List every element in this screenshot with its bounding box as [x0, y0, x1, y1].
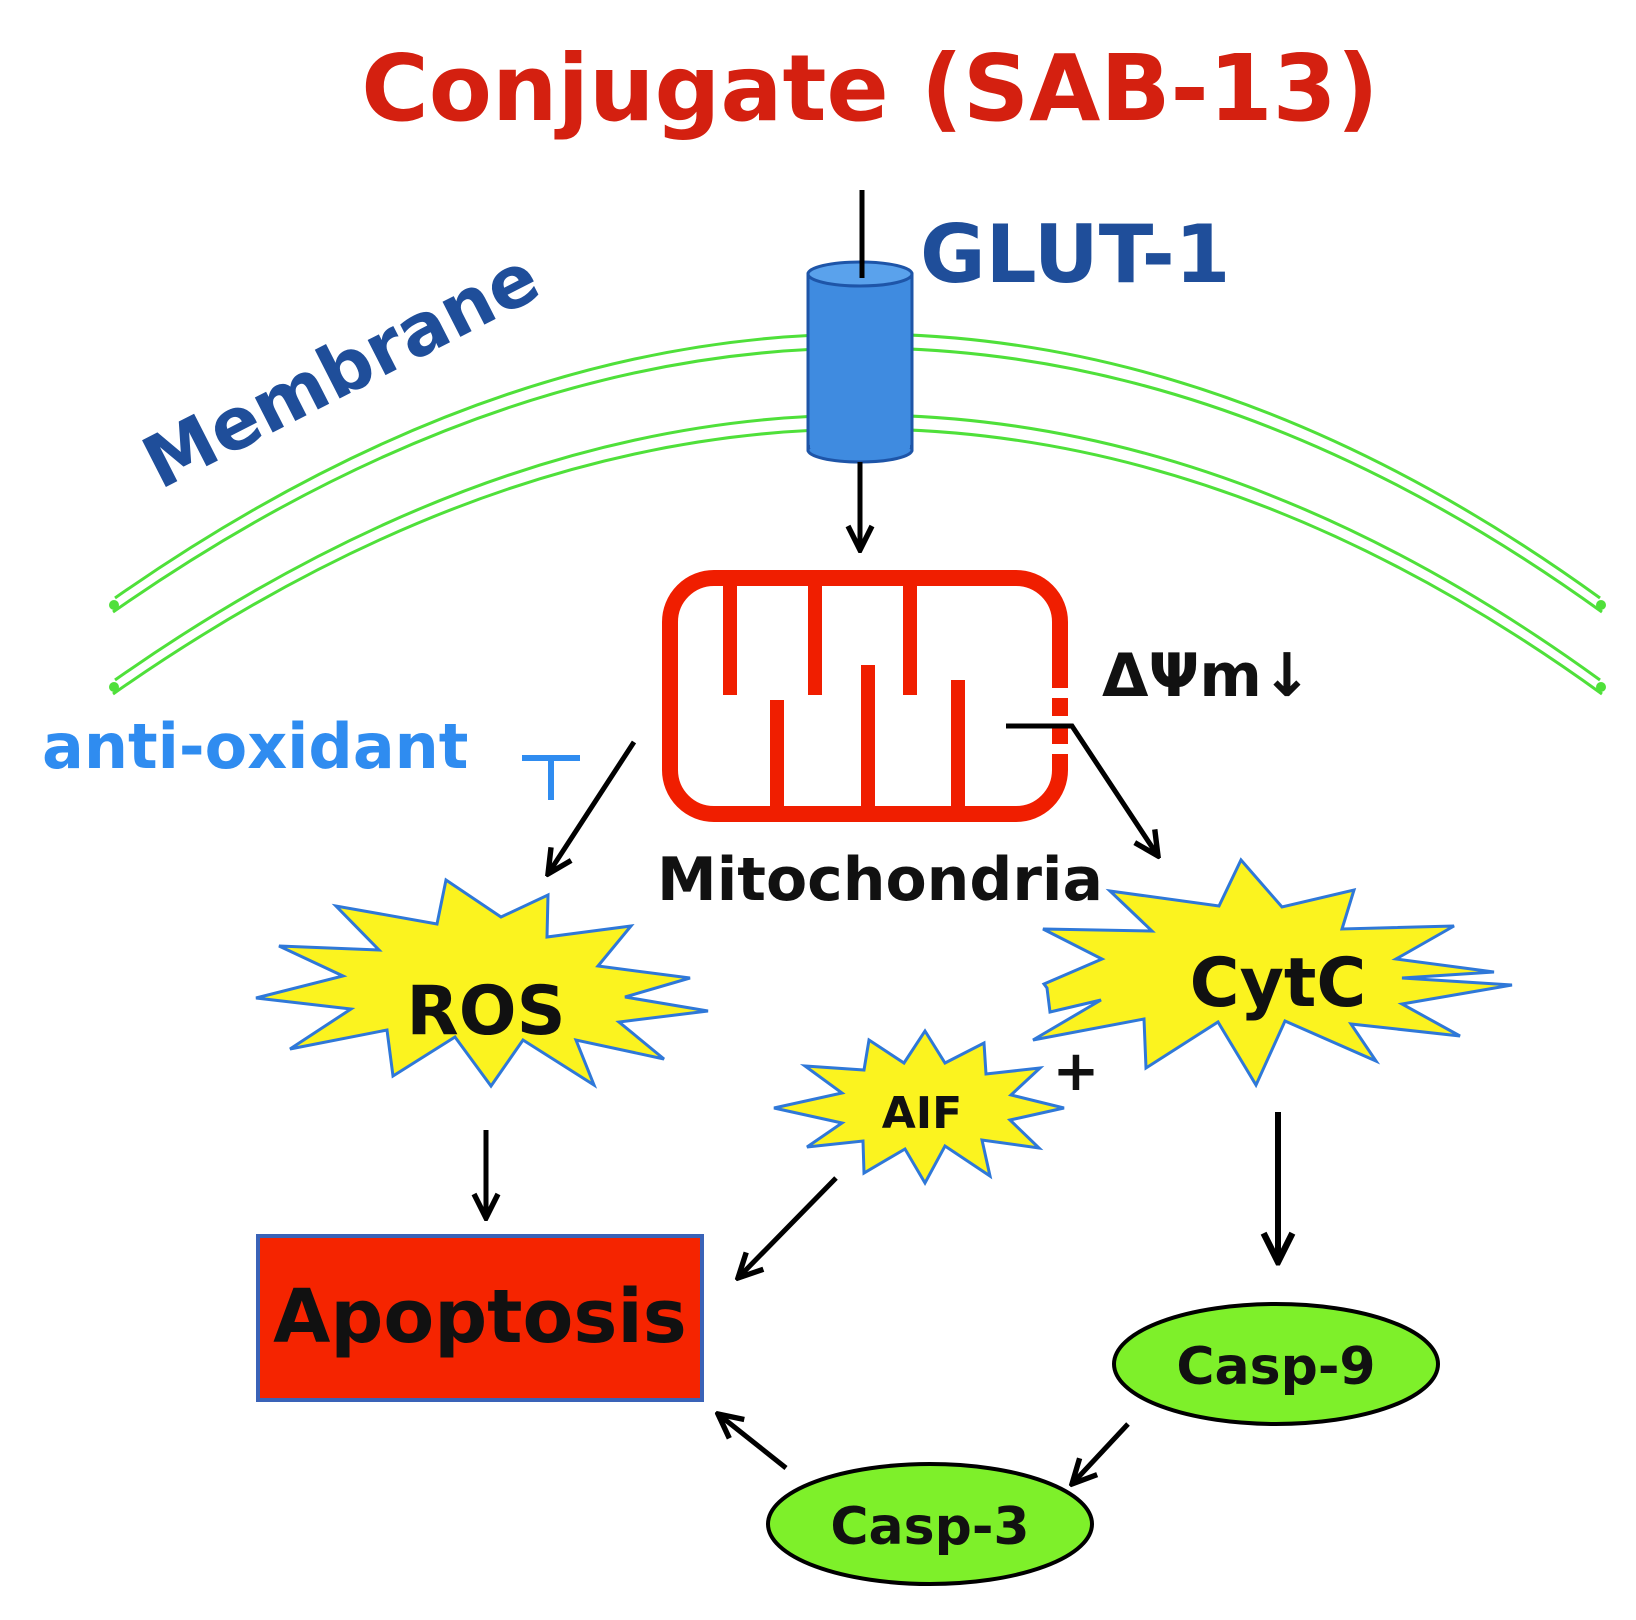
cytc-burst: CytC	[1032, 857, 1513, 1089]
mitochondria-label: Mitochondria	[657, 845, 1103, 915]
casp3-ellipse-icon	[766, 1462, 1094, 1586]
arrow-mito-to-ros	[548, 740, 637, 874]
plus-sign: +	[1053, 1039, 1100, 1104]
mito-membrane-gap	[1046, 688, 1068, 754]
cytc-burst-icon	[1032, 857, 1513, 1089]
mitochondria-icon	[662, 570, 1068, 822]
ros-burst: ROS	[255, 877, 709, 1089]
casp3-node: Casp-3	[766, 1462, 1094, 1586]
aif-burst: AIF	[773, 1028, 1065, 1187]
ros-label: ROS	[406, 972, 565, 1051]
arrow-aif-to-apoptosis	[738, 1176, 838, 1278]
glut1-label: GLUT-1	[920, 208, 1230, 301]
casp9-ellipse-icon	[1112, 1302, 1440, 1426]
casp9-label: Casp-9	[1176, 1337, 1375, 1397]
title: Conjugate (SAB-13)	[361, 35, 1378, 142]
glut1-channel-icon	[806, 260, 914, 464]
aif-label: AIF	[882, 1088, 962, 1139]
arrow-casp9-to-casp3	[1072, 1422, 1130, 1484]
ros-burst-icon	[255, 877, 709, 1089]
apoptosis-label: Apoptosis	[273, 1274, 687, 1360]
aif-burst-icon	[773, 1028, 1065, 1187]
antioxidant-label: anti-oxidant	[42, 710, 468, 783]
casp9-node: Casp-9	[1112, 1302, 1440, 1426]
inhibition-mark-icon	[522, 755, 580, 800]
membrane-potential-label: ΔΨm↓	[1102, 641, 1312, 711]
apoptosis-box: Apoptosis	[256, 1234, 704, 1402]
cytc-label: CytC	[1190, 944, 1367, 1023]
arrow-mito-to-cytc	[1006, 723, 1158, 856]
arrow-casp3-to-apoptosis	[718, 1414, 788, 1470]
casp3-label: Casp-3	[830, 1497, 1029, 1557]
